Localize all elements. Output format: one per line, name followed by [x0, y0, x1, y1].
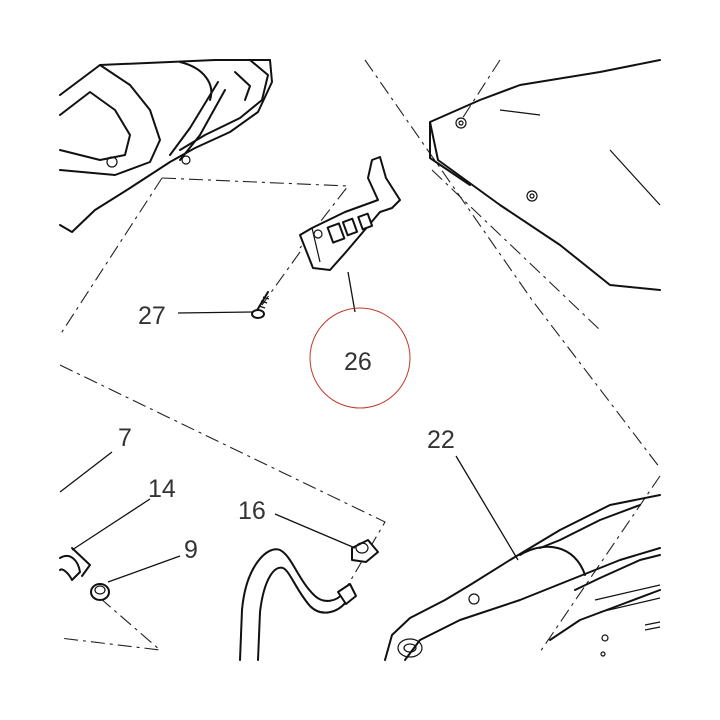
parts-7-14-9 [59, 547, 110, 601]
part-22-housing [384, 494, 661, 661]
callout-labels: 27 26 22 7 14 16 9 [118, 302, 455, 564]
leader-lines [59, 271, 519, 583]
upper-left-housing [59, 59, 273, 233]
part-27-screw [251, 291, 270, 319]
callout-26: 26 [344, 348, 372, 376]
callout-14: 14 [148, 475, 176, 503]
highlight-circle [309, 307, 411, 409]
callout-27: 27 [138, 302, 166, 330]
callout-9: 9 [184, 536, 198, 564]
callout-22: 22 [427, 426, 455, 454]
callout-7: 7 [118, 424, 132, 452]
part-16-hose [239, 539, 379, 661]
callout-16: 16 [238, 497, 266, 525]
part-26-bracket [299, 156, 401, 271]
upper-right-panel [429, 59, 661, 291]
